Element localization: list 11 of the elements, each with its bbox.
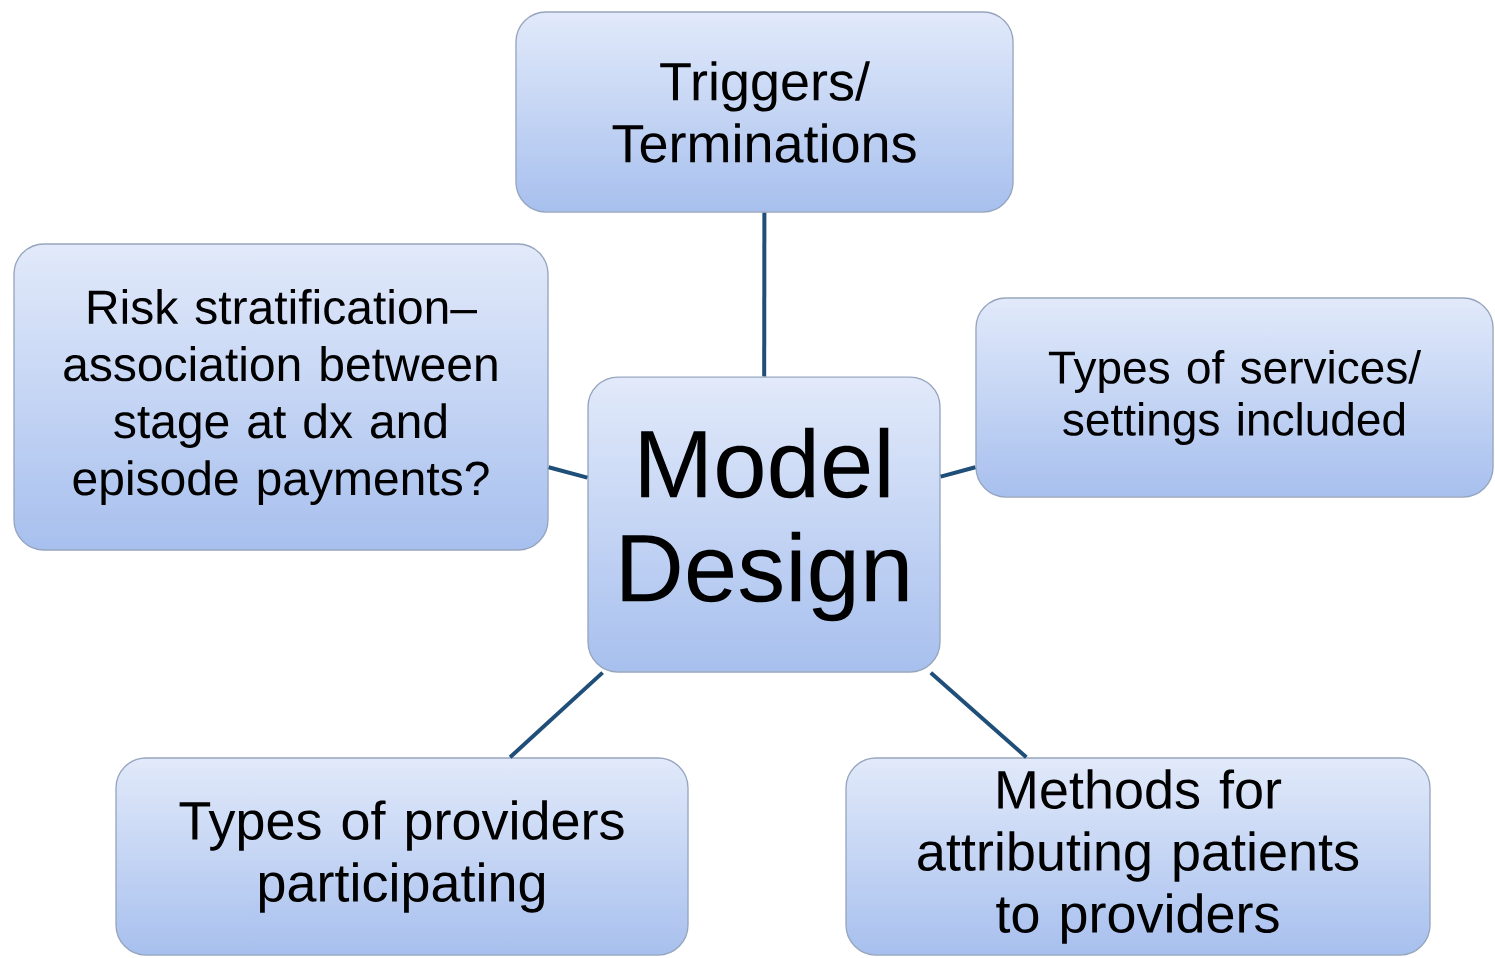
topic-box: Risk stratification– association between stage at dx and episode payments? — [13, 243, 549, 551]
topic-box: Triggers/ Terminations — [515, 11, 1014, 213]
connector-line — [940, 465, 976, 479]
topic-box: Methods for attributing patients to providers — [845, 757, 1431, 956]
center-box: Model Design — [587, 376, 941, 673]
connector-line — [548, 465, 588, 480]
connector-line — [508, 671, 604, 759]
connector-line — [929, 671, 1028, 759]
topic-box: Types of services/ settings included — [975, 297, 1494, 498]
connector-line — [762, 212, 767, 377]
topic-box: Types of providers participating — [115, 757, 689, 956]
